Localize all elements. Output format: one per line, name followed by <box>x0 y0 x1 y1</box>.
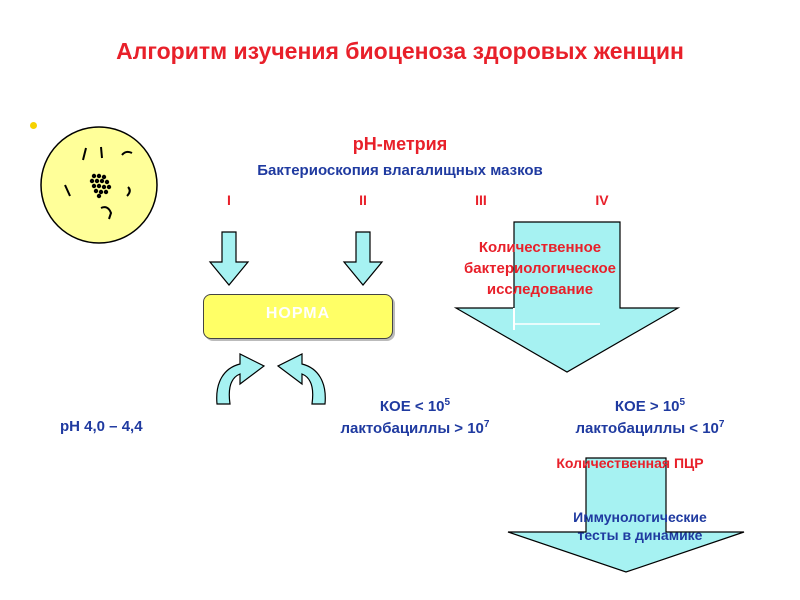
immunological-tests-label: Иммунологические тесты в динамике <box>530 508 750 544</box>
koe-text: КОЕ < 10 <box>379 398 445 415</box>
quantitative-bacteriological-label: Количественное бактериологическое исслед… <box>430 237 650 300</box>
microscope-smear-icon <box>40 126 158 244</box>
lacto-text: лактобациллы > 10 <box>340 420 484 437</box>
group-label: II <box>359 192 367 208</box>
group-label: I <box>227 192 231 208</box>
quant-bact-line: Количественное <box>478 239 602 256</box>
down-arrow-icon <box>453 221 681 373</box>
lacto-exponent: 7 <box>718 419 725 430</box>
immuno-line: тесты в динамике <box>577 527 703 543</box>
quant-bact-line: бактериологическое <box>464 260 616 277</box>
curved-up-arrow-icon <box>216 353 266 405</box>
bullet-dot <box>30 122 37 129</box>
down-arrow-icon <box>342 231 384 286</box>
lacto-exponent: 7 <box>483 419 490 430</box>
page-title: Алгоритм изучения биоценоза здоровых жен… <box>116 38 684 64</box>
down-arrow-icon <box>208 231 250 286</box>
ph-range-label: рН 4,0 – 4,4 <box>60 418 143 435</box>
lacto-text: лактобациллы < 10 <box>575 420 719 437</box>
down-arrow-icon <box>507 457 745 573</box>
immuno-line: Иммунологические <box>573 509 707 525</box>
norma-box <box>203 294 393 339</box>
quant-bact-line: исследование <box>486 281 594 298</box>
koe-left-block: КОЕ < 105 лактобациллы > 107 <box>305 396 525 440</box>
koe-text: КОЕ > 10 <box>614 398 680 415</box>
koe-exponent: 5 <box>679 397 686 408</box>
group-label: IV <box>595 192 609 208</box>
ph-metry-label: рН-метрия <box>352 134 448 154</box>
koe-right-block: КОЕ > 105 лактобациллы < 107 <box>540 396 760 440</box>
bacterioscopy-label: Бактериоскопия влагалищных мазков <box>257 162 543 179</box>
curved-up-arrow-icon <box>276 353 326 405</box>
group-label: III <box>475 192 487 208</box>
pcr-label: Количественная ПЦР <box>556 455 704 471</box>
koe-exponent: 5 <box>444 397 451 408</box>
norma-label: НОРМА <box>265 305 331 322</box>
